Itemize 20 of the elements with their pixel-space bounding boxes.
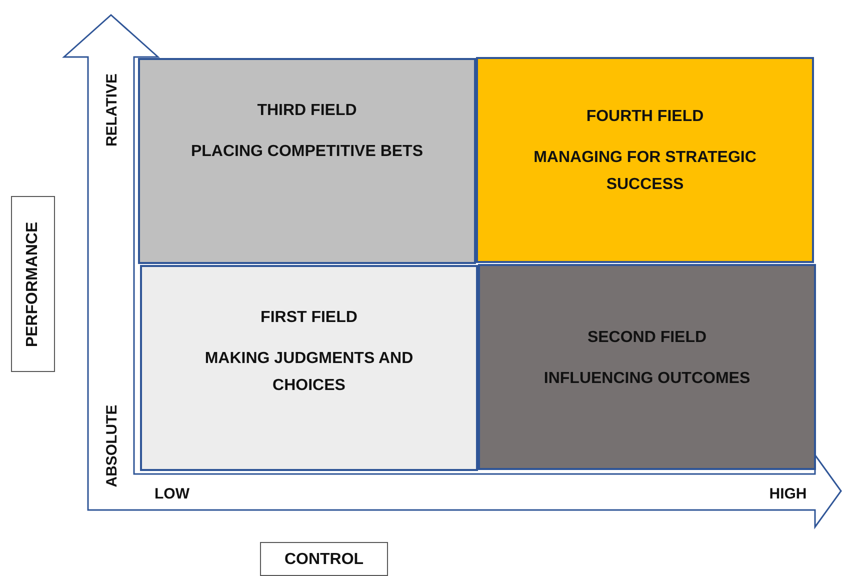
quadrant-description: INFLUENCING OUTCOMES: [544, 369, 750, 389]
axis-label: HIGH: [769, 486, 807, 502]
axis-label: LOW: [154, 486, 190, 502]
quadrant-heading: THIRD FIELD: [257, 101, 357, 121]
axis-label: RELATIVE: [104, 73, 120, 147]
axis-title: CONTROL: [284, 550, 364, 570]
quadrant-box: [140, 265, 478, 471]
axis-label: ABSOLUTE: [104, 404, 120, 488]
quadrant-heading: SECOND FIELD: [587, 328, 707, 348]
axis-title: PERFORMANCE: [24, 221, 42, 347]
axis-title-box: [11, 196, 55, 372]
quadrant-box: [478, 264, 816, 470]
axis-title-box: [260, 542, 388, 576]
quadrant-heading: FOURTH FIELD: [586, 107, 704, 127]
quadrant-heading: FIRST FIELD: [260, 308, 358, 328]
quadrant-box: [476, 57, 814, 263]
quadrant-description: PLACING COMPETITIVE BETS: [190, 142, 423, 162]
quadrant-description: MANAGING FOR STRATEGIC SUCCESS: [532, 148, 758, 195]
quadrant-description: MAKING JUDGMENTS AND CHOICES: [204, 349, 414, 396]
quadrant-box: [138, 58, 476, 264]
